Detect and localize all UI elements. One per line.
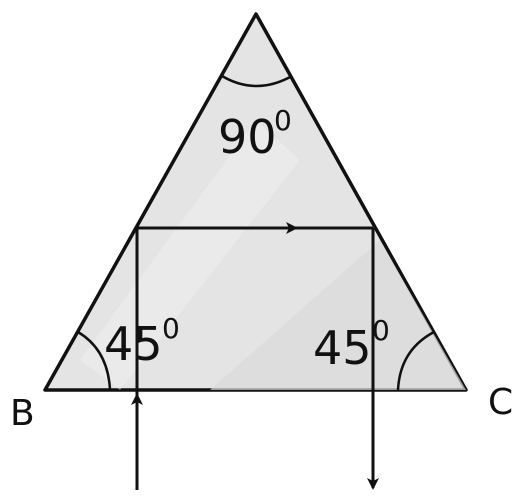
top-angle-arc [221, 74, 293, 88]
prism-highlight [80, 120, 300, 390]
right-angle-degree: 0 [372, 314, 390, 347]
left-angle-arc [77, 330, 112, 391]
prism-shade [210, 240, 466, 390]
top-angle-value: 90 [218, 110, 277, 164]
vertex-c-label: C [488, 382, 513, 423]
left-angle-degree: 0 [162, 312, 180, 345]
right-angle-arc [396, 330, 435, 391]
left-angle-value: 45 [104, 317, 163, 371]
top-angle-degree: 0 [274, 104, 292, 137]
vertex-b-label: B [10, 393, 35, 434]
right-angle-value: 45 [313, 321, 372, 375]
